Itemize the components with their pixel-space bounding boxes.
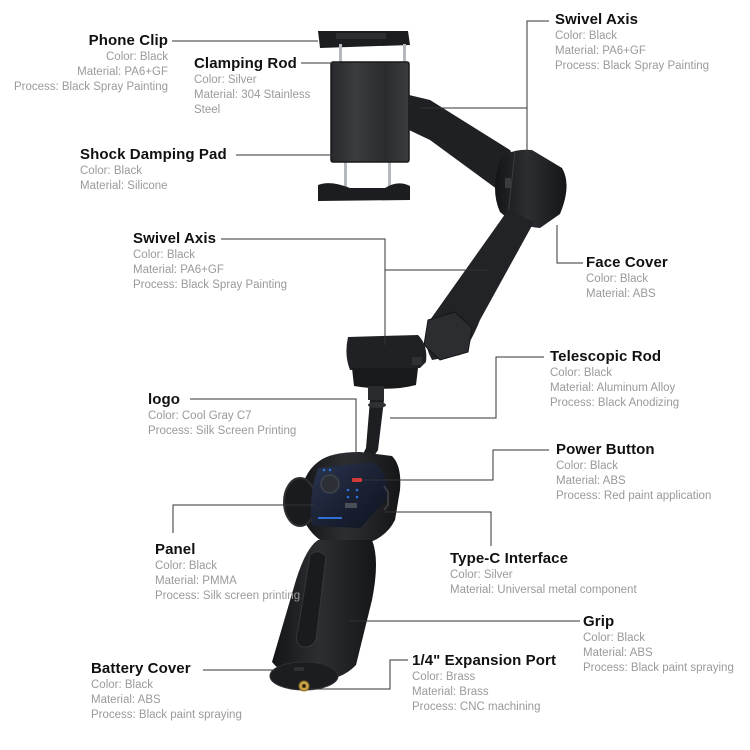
callout-spec: Process: Black paint spraying <box>583 662 734 674</box>
callout-spec: Material: ABS <box>586 288 656 300</box>
callout-spec: Color: Cool Gray C7 <box>148 410 252 422</box>
callout-grip: Grip Color: Black Material: ABS Process:… <box>583 613 734 676</box>
callout-spec: Material: PA6+GF <box>133 264 224 276</box>
callout-clamping-rod: Clamping Rod Color: Silver Material: 304… <box>194 55 310 118</box>
callout-spec: Process: Silk screen printing <box>155 590 301 602</box>
callout-spec: Process: Black Spray Painting <box>133 279 288 291</box>
callout-spec: Color: Black <box>80 165 142 177</box>
callout-spec: Process: Black paint spraying <box>91 709 242 721</box>
callout-type-c-interface: Type-C Interface Color: Silver Material:… <box>450 550 637 598</box>
callout-spec: Material: PA6+GF <box>77 66 168 78</box>
callout-title: Grip <box>583 613 615 630</box>
callout-phone-clip: Phone Clip Color: Black Material: PA6+GF… <box>14 32 168 95</box>
callout-spec: Material: ABS <box>556 475 626 487</box>
callout-spec: Color: Black <box>583 632 645 644</box>
callout-spec: Material: PA6+GF <box>555 45 646 57</box>
callout-spec: Process: Silk Screen Printing <box>148 425 297 437</box>
callout-spec: Color: Silver <box>194 74 257 86</box>
callout-spec: Color: Black <box>133 249 195 261</box>
telescopic-rod <box>356 386 386 470</box>
callout-spec: Color: Silver <box>450 569 513 581</box>
callout-spec: Material: PMMA <box>155 575 237 587</box>
phone-clip-bottom <box>318 183 410 201</box>
callout-spec: Process: Black Spray Painting <box>13 81 168 93</box>
callout-title: logo <box>148 391 181 408</box>
callout-spec: Color: Black <box>555 30 617 42</box>
callout-spec: Color: Black <box>106 51 168 63</box>
callout-spec: Process: Black Spray Painting <box>555 60 710 72</box>
battery-cover-base <box>269 661 339 692</box>
callout-spec: Color: Black <box>550 367 612 379</box>
callout-power-button: Power Button Color: Black Material: ABS … <box>556 441 711 504</box>
callout-logo: logo Color: Cool Gray C7 Process: Silk S… <box>148 391 296 439</box>
callout-swivel-axis-top: Swivel Axis Color: Black Material: PA6+G… <box>555 11 709 74</box>
callout-face-cover: Face Cover Color: Black Material: ABS <box>586 254 668 302</box>
callout-spec: Material: Silicone <box>80 180 168 192</box>
callout-spec: Material: ABS <box>91 694 161 706</box>
callout-spec: Process: Red paint application <box>556 490 712 502</box>
phone-clip-top <box>318 31 410 48</box>
callout-spec: Material: Universal metal component <box>450 584 637 596</box>
callout-title: Panel <box>155 541 196 558</box>
callout-spec: Steel <box>194 104 221 116</box>
callout-telescopic-rod: Telescopic Rod Color: Black Material: Al… <box>550 348 679 411</box>
power-button-red <box>352 478 362 482</box>
callout-spec: Material: 304 Stainless <box>194 89 311 101</box>
callout-spec: Material: ABS <box>583 647 653 659</box>
callout-spec: Color: Black <box>556 460 618 472</box>
callout-title: Swivel Axis <box>133 230 217 247</box>
leader-lines <box>172 20 583 690</box>
callout-title: Shock Damping Pad <box>80 146 227 163</box>
joystick <box>320 474 340 494</box>
callout-title: Power Button <box>556 441 655 458</box>
grip-body <box>272 540 376 681</box>
callout-battery-cover: Battery Cover Color: Black Material: ABS… <box>91 660 242 723</box>
callout-swivel-axis-middle: Swivel Axis Color: Black Material: PA6+G… <box>133 230 287 293</box>
callout-panel: Panel Color: Black Material: PMMA Proces… <box>155 541 300 604</box>
callout-title: Battery Cover <box>91 660 191 677</box>
callout-title: Face Cover <box>586 254 668 271</box>
grip-inset <box>295 551 327 648</box>
callout-expansion-port: 1/4" Expansion Port Color: Brass Materia… <box>412 652 556 715</box>
callout-spec: Color: Black <box>586 273 648 285</box>
callout-title: Type-C Interface <box>450 550 569 567</box>
callout-spec: Process: CNC machining <box>412 701 541 713</box>
clamping-rods <box>339 44 406 187</box>
callout-spec: Material: Brass <box>412 686 489 698</box>
callout-title: Telescopic Rod <box>550 348 662 365</box>
callout-title: Phone Clip <box>88 32 168 49</box>
callout-spec: Color: Black <box>155 560 217 572</box>
pan-motor <box>346 335 427 389</box>
callout-shock-damping-pad: Shock Damping Pad Color: Black Material:… <box>80 146 227 194</box>
shock-damping-pad <box>330 61 410 163</box>
callout-title: Clamping Rod <box>194 55 297 72</box>
handle-head <box>283 452 401 545</box>
callout-title: 1/4" Expansion Port <box>412 652 557 669</box>
callout-spec: Color: Brass <box>412 671 476 683</box>
callout-title: Swivel Axis <box>555 11 639 28</box>
callout-spec: Material: Aluminum Alloy <box>550 382 676 394</box>
callout-spec: Color: Black <box>91 679 153 691</box>
callout-spec: Process: Black Anodizing <box>550 397 680 409</box>
upper-arm <box>409 95 520 195</box>
top-motor <box>495 149 567 228</box>
